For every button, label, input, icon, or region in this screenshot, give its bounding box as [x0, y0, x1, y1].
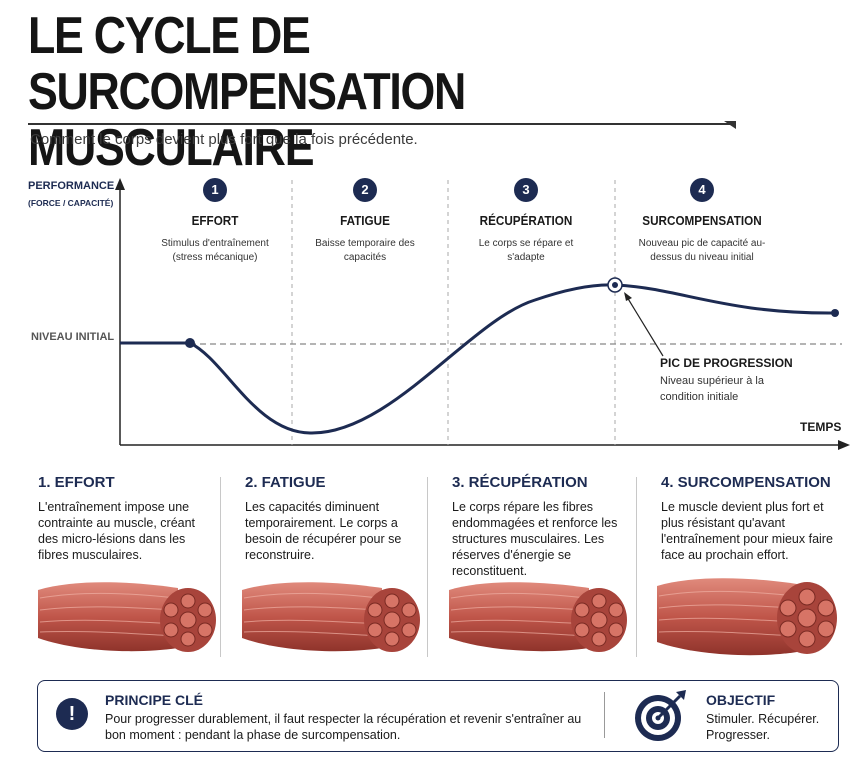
- phase-fatigue: 2 FATIGUE Baisse temporaire des capacité…: [280, 178, 450, 265]
- column-effort: 1. EFFORT L'entraînement impose une cont…: [38, 474, 228, 563]
- muscle-fiber-bundle-icon: [657, 578, 837, 656]
- column-title: 4. SURCOMPENSATION: [661, 474, 831, 491]
- phase-effort: 1 EFFORT Stimulus d'entraînement (stress…: [130, 178, 300, 265]
- phase-description: Nouveau pic de capacité au-dessus du niv…: [638, 238, 766, 263]
- peak-annotation-title: PIC DE PROGRESSION: [660, 356, 793, 370]
- objective-title: OBJECTIF: [706, 692, 776, 708]
- target-icon: [635, 690, 686, 741]
- y-axis-label: PERFORMANCE: [28, 180, 114, 192]
- phase-recuperation: 3 RÉCUPÉRATION Le corps se répare et s'a…: [441, 178, 611, 265]
- column-recuperation: 3. RÉCUPÉRATION Le corps répare les fibr…: [452, 474, 642, 579]
- muscle-fiber-bundle-icon: [449, 582, 627, 652]
- column-text: Le muscle devient plus fort et plus rési…: [661, 500, 833, 562]
- peak-annotation-text: Niveau supérieur à la condition initiale: [660, 375, 764, 403]
- surcompensation-diagram: PERFORMANCE (FORCE / CAPACITÉ) TEMPS NIV…: [28, 178, 850, 450]
- curve-end-point: [831, 309, 839, 317]
- peak-annotation-arrowhead: [624, 292, 632, 301]
- phase-title: SURCOMPENSATION: [642, 213, 762, 228]
- phase-number-badge: 4: [690, 178, 714, 202]
- column-divider: [427, 477, 428, 657]
- column-title: 3. RÉCUPÉRATION: [452, 474, 588, 491]
- effort-start-point: [185, 338, 195, 348]
- principle-text: Pour progresser durablement, il faut res…: [105, 712, 582, 742]
- baseline-label: NIVEAU INITIAL: [31, 331, 114, 343]
- title-underline-tick: [724, 121, 736, 129]
- peak-point: [612, 282, 618, 288]
- x-axis-arrow: [838, 440, 850, 450]
- muscle-fiber-bundle-icon: [38, 582, 216, 652]
- phase-number-badge: 1: [203, 178, 227, 202]
- phase-description: Le corps se répare et s'adapte: [478, 238, 574, 263]
- phase-description: Stimulus d'entraînement (stress mécaniqu…: [161, 238, 269, 263]
- page-title: LE CYCLE DE SURCOMPENSATION MUSCULAIRE: [28, 7, 466, 177]
- principle-panel: [37, 680, 839, 752]
- title-underline: [28, 123, 736, 125]
- column-divider: [636, 477, 637, 657]
- performance-curve: [120, 283, 836, 435]
- column-surcompensation: 4. SURCOMPENSATION Le muscle devient plu…: [661, 474, 851, 563]
- column-divider: [220, 477, 221, 657]
- column-title: 2. FATIGUE: [245, 474, 326, 491]
- principle-title: PRINCIPE CLÉ: [105, 692, 204, 708]
- exclamation-icon: !: [56, 698, 88, 730]
- objective-text: Stimuler. Récupérer. Progresser.: [706, 712, 820, 742]
- muscle-fiber-bundle-icon: [242, 582, 420, 652]
- phase-surcompensation: 4 SURCOMPENSATION Nouveau pic de capacit…: [617, 178, 787, 265]
- panel-divider: [604, 692, 605, 738]
- phase-title: FATIGUE: [340, 213, 390, 228]
- column-text: Les capacités diminuent temporairement. …: [245, 500, 402, 562]
- y-axis-arrow: [115, 178, 125, 190]
- column-title: 1. EFFORT: [38, 474, 115, 491]
- column-text: Le corps répare les fibres endommagées e…: [452, 500, 618, 578]
- peak-annotation-arrow: [626, 296, 664, 357]
- phase-title: RÉCUPÉRATION: [479, 213, 573, 228]
- y-axis-sublabel: (FORCE / CAPACITÉ): [28, 198, 113, 208]
- x-axis-label: TEMPS: [800, 420, 841, 434]
- page-subtitle: Comment le corps devient plus fort que l…: [30, 131, 418, 148]
- column-fatigue: 2. FATIGUE Les capacités diminuent tempo…: [245, 474, 435, 563]
- phase-number-badge: 3: [514, 178, 538, 202]
- column-text: L'entraînement impose une contrainte au …: [38, 500, 196, 562]
- phase-title: EFFORT: [191, 213, 239, 228]
- phase-description: Baisse temporaire des capacités: [315, 238, 415, 263]
- phase-number-badge: 2: [353, 178, 377, 202]
